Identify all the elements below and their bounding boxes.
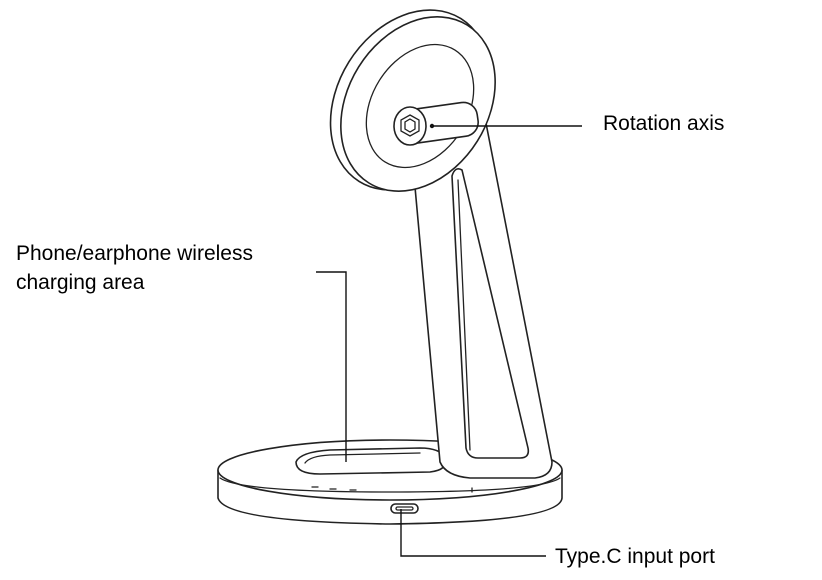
label-charging-line-1: Phone/earphone wireless [16, 242, 253, 265]
label-charging-line-2: charging area [16, 271, 145, 294]
stand-arm [408, 102, 553, 479]
label-typec-port: Type.C input port [555, 545, 715, 568]
label-rotation-axis: Rotation axis [603, 112, 725, 135]
charging-pad-inner [304, 452, 421, 464]
disc-front [340, 16, 496, 192]
leader-typec-port [400, 509, 546, 557]
leader-charging-area [316, 271, 347, 462]
rotation-hinge [393, 101, 479, 146]
magnetic-disc [329, 9, 496, 192]
charging-pad [295, 447, 447, 475]
label-charging-area: Phone/earphone wireless charging area [16, 239, 253, 297]
typec-port-icon [390, 503, 419, 514]
base-front-edge [219, 477, 561, 493]
leader-lines [316, 123, 582, 557]
arm-slot [451, 168, 530, 459]
